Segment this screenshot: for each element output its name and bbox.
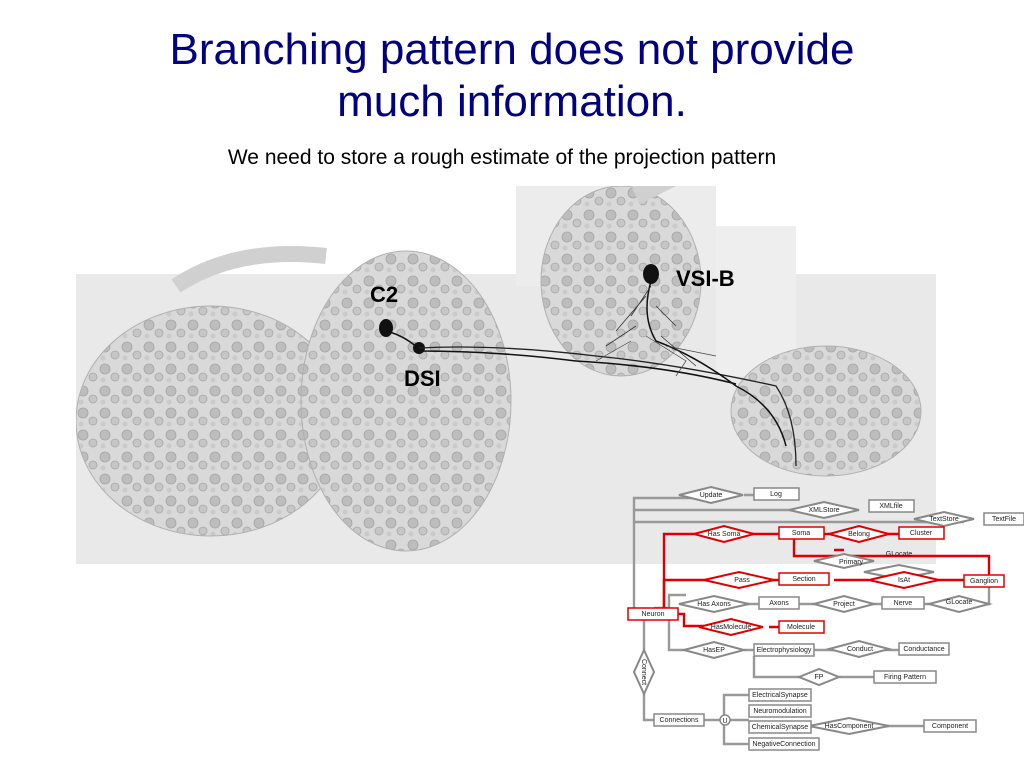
- lbl-section: Section: [792, 576, 815, 583]
- rel-glocate2: [925, 594, 993, 614]
- lbl-neuromodulation: Neuromodulation: [753, 708, 806, 715]
- slide-title: Branching pattern does not provide much …: [0, 24, 1024, 128]
- rel-project: [810, 594, 878, 614]
- label-c2: C2: [370, 282, 399, 307]
- ent-nerve: [881, 596, 925, 610]
- lbl-log: Log: [770, 491, 782, 498]
- lbl-project: Project: [833, 601, 855, 608]
- lbl-has-axons: Has Axons: [697, 601, 731, 608]
- rel-belong: [825, 524, 893, 544]
- lbl-connect: Connect: [640, 659, 647, 685]
- lbl-electrophysiology: Electrophysiology: [757, 647, 812, 654]
- rel-primary: [813, 552, 875, 570]
- lbl-pass: Pass: [734, 577, 750, 584]
- er-diagram: Update Log XMLStore XMLfile TextStore Te…: [624, 480, 1024, 760]
- lbl-chemical-synapse: ChemicalSynapse: [752, 724, 809, 731]
- title-line-1: Branching pattern does not provide: [169, 25, 855, 74]
- lbl-negative-connection: NegativeConnection: [752, 741, 815, 748]
- title-line-2: much information.: [337, 77, 687, 126]
- lbl-xmlfile: XMLfile: [879, 503, 902, 510]
- ent-textfile: [983, 512, 1024, 526]
- lbl-has-soma: Has Soma: [708, 531, 741, 538]
- rel-hasep: [680, 640, 748, 660]
- lbl-component: Component: [932, 723, 968, 730]
- lbl-electrical-synapse: ElectricalSynapse: [752, 692, 808, 699]
- lbl-belong: Belong: [848, 531, 870, 538]
- rel-union: [719, 714, 731, 726]
- rel-xmlstore: [788, 500, 860, 520]
- lbl-soma: Soma: [792, 530, 810, 537]
- lbl-textstore: TextStore: [929, 516, 959, 523]
- er-diagram-drawing: Update Log XMLStore XMLfile TextStore Te…: [627, 485, 1024, 751]
- rel-update: [678, 485, 744, 505]
- lbl-fp: FP: [815, 674, 824, 681]
- lbl-ganglion: Ganglion: [970, 578, 998, 585]
- lbl-primary: Primary: [839, 559, 864, 566]
- lbl-molecule: Molecule: [787, 624, 815, 631]
- rel-has-soma: [690, 524, 758, 544]
- lbl-union: U: [722, 718, 727, 725]
- rel-has-molecule: [698, 617, 764, 637]
- lbl-connections: Connections: [660, 717, 699, 724]
- ent-axons: [758, 596, 800, 610]
- ent-section: [778, 572, 830, 586]
- rel-pass: [703, 570, 775, 590]
- lbl-cluster: Cluster: [910, 530, 933, 537]
- ent-ganglion: [963, 574, 1005, 588]
- rel-fp: [796, 667, 842, 687]
- lbl-axons: Axons: [769, 600, 789, 607]
- rel-connect: [632, 647, 656, 697]
- lbl-textfile: TextFile: [992, 516, 1016, 523]
- ent-firing-pattern: [873, 670, 937, 684]
- ent-negative-connection: [748, 737, 820, 751]
- ent-neuromodulation: [748, 704, 812, 718]
- ent-component: [923, 719, 977, 733]
- ent-xmlfile: [868, 499, 915, 513]
- label-dsi: DSI: [404, 366, 441, 391]
- lbl-isat: IsAt: [898, 577, 910, 584]
- lbl-nerve: Nerve: [894, 600, 913, 607]
- lbl-has-molecule: HasMolecule: [711, 624, 752, 631]
- rel-conduct: [825, 639, 893, 659]
- ent-log: [753, 487, 800, 501]
- rel-isat: [868, 570, 940, 590]
- ent-soma: [778, 526, 825, 540]
- ent-conductance: [898, 642, 950, 656]
- ent-chemical-synapse: [748, 720, 812, 734]
- rel-has-axons: [678, 594, 750, 614]
- lbl-neuron: Neuron: [642, 611, 665, 618]
- rel-has-component: [808, 716, 890, 736]
- lbl-glocate2: GLocate: [946, 599, 973, 606]
- ent-cluster: [898, 526, 945, 540]
- slide-subtitle: We need to store a rough estimate of the…: [227, 146, 777, 169]
- lbl-glocate1: GLocate: [886, 551, 913, 558]
- rel-textstore: [913, 510, 975, 528]
- lbl-conductance: Conductance: [903, 646, 944, 653]
- label-vsi-b: VSI-B: [676, 266, 735, 291]
- lbl-xmlstore: XMLStore: [808, 507, 839, 514]
- lbl-update: Update: [700, 492, 723, 499]
- lbl-firing-pattern: Firing Pattern: [884, 674, 926, 681]
- ent-electrophysiology: [753, 643, 815, 657]
- lbl-hasep: HasEP: [703, 647, 725, 654]
- lbl-conduct: Conduct: [847, 646, 873, 653]
- lbl-has-component: HasComponent: [825, 723, 874, 730]
- ent-molecule: [778, 620, 825, 634]
- ent-electrical-synapse: [748, 688, 812, 702]
- ent-connections: [653, 713, 705, 727]
- ent-neuron: [627, 607, 679, 621]
